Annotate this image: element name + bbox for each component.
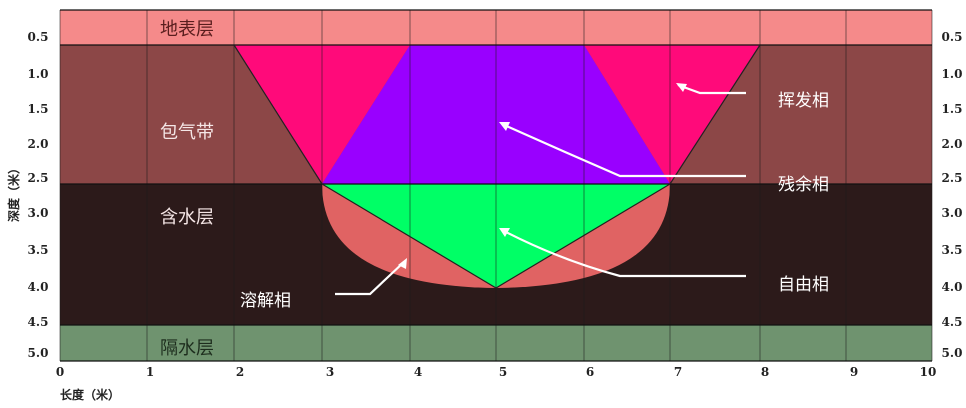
y-tick-label: 4.0 xyxy=(942,280,963,294)
y-tick-label: 3.0 xyxy=(942,206,963,220)
pointer-arrows xyxy=(335,83,746,296)
vertical-gridlines xyxy=(59,10,933,361)
y-tick-label: 0.5 xyxy=(28,30,49,44)
aquifer-label: 含水层 xyxy=(160,207,214,228)
y-axis-title: 深度（米） xyxy=(6,162,21,222)
phase-outlines xyxy=(233,44,761,289)
y-tick-label: 2.5 xyxy=(28,171,49,185)
y-tick-label: 1.5 xyxy=(28,102,49,116)
y-tick-label: 4.5 xyxy=(942,315,963,329)
x-tick-label: 7 xyxy=(674,365,682,379)
x-axis-title: 长度（米） xyxy=(60,387,120,402)
y-tick-label: 4.0 xyxy=(28,280,49,294)
horizontal-gridlines xyxy=(60,9,932,362)
x-tick-label: 6 xyxy=(586,365,594,379)
aquitard-label: 隔水层 xyxy=(160,338,214,359)
y-tick-label: 5.0 xyxy=(28,346,49,360)
y-tick-label: 5.0 xyxy=(942,346,963,360)
residual-phase-label: 残余相 xyxy=(778,175,829,195)
dissolved-arrow xyxy=(335,261,405,296)
y-tick-label: 2.5 xyxy=(942,171,963,185)
y-tick-label: 1.0 xyxy=(28,67,49,81)
surface-layer-label: 地表层 xyxy=(160,19,214,40)
y-tick-label: 4.5 xyxy=(28,315,49,329)
y-tick-label: 2.0 xyxy=(942,137,963,151)
volatile-phase-right xyxy=(584,45,760,184)
x-tick-label: 10 xyxy=(920,365,937,379)
free-arrow xyxy=(501,229,746,278)
y-tick-label: 1.5 xyxy=(942,102,963,116)
y-tick-label: 0.5 xyxy=(942,30,963,44)
x-tick-label: 2 xyxy=(236,365,244,379)
x-tick-label: 3 xyxy=(326,365,334,379)
x-tick-label: 8 xyxy=(761,365,769,379)
y-axis-ticks-left: 0.5 1.0 1.5 2.0 2.5 3.0 3.5 4.0 4.5 5.0 xyxy=(28,30,49,360)
y-tick-label: 3.5 xyxy=(942,243,963,257)
x-tick-label: 0 xyxy=(56,365,64,379)
x-tick-label: 9 xyxy=(850,365,858,379)
vadose-zone-label: 包气带 xyxy=(160,122,214,143)
free-phase-label: 自由相 xyxy=(778,275,829,295)
y-tick-label: 2.0 xyxy=(28,137,49,151)
dissolved-phase-label: 溶解相 xyxy=(240,291,291,311)
residual-arrow xyxy=(501,122,746,178)
y-axis-ticks-right: 0.5 1.0 1.5 2.0 2.5 3.0 3.5 4.0 4.5 5.0 xyxy=(942,30,963,360)
y-tick-label: 3.5 xyxy=(28,243,49,257)
x-tick-label: 4 xyxy=(414,365,422,379)
volatile-arrow xyxy=(677,83,746,95)
y-tick-label: 3.0 xyxy=(28,206,49,220)
y-tick-label: 1.0 xyxy=(942,67,963,81)
x-axis-ticks: 0 1 2 3 4 5 6 7 8 9 10 xyxy=(56,365,937,379)
x-tick-label: 1 xyxy=(146,365,154,379)
volatile-phase-label: 挥发相 xyxy=(778,91,829,111)
x-tick-label: 5 xyxy=(499,365,507,379)
arrow-heads xyxy=(398,83,687,269)
